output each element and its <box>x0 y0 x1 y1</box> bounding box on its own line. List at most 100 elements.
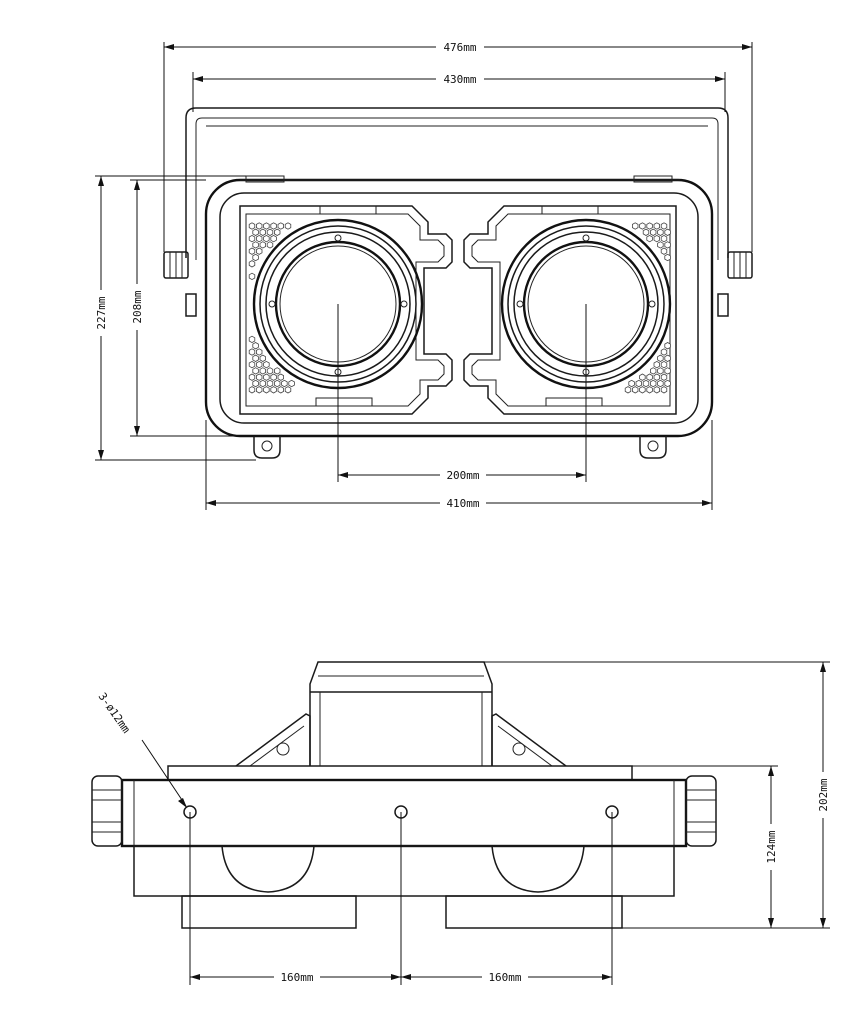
vent-hole <box>646 222 653 230</box>
vent-hole <box>653 360 660 369</box>
vent-hole <box>248 348 256 356</box>
dim-side-overall-height: 202mm <box>484 661 830 929</box>
vent-hole <box>660 360 668 369</box>
vent-hole <box>284 222 292 230</box>
vent-hole <box>660 234 668 243</box>
vent-hole <box>248 360 256 369</box>
vent-hole <box>270 373 277 381</box>
vent-hole <box>255 222 263 230</box>
label-hole-callout: 3-ø12mm <box>96 690 133 736</box>
top-box <box>309 661 493 766</box>
vent-grilles <box>248 222 671 394</box>
vent-hole <box>664 228 671 236</box>
vent-hole <box>255 360 263 369</box>
vent-hole <box>270 222 277 230</box>
right-knob <box>717 251 753 317</box>
vent-hole <box>624 386 632 394</box>
vent-hole <box>248 373 256 381</box>
housing <box>204 175 714 459</box>
vent-hole <box>650 367 657 375</box>
vent-hole <box>664 241 671 249</box>
vent-hole <box>248 222 256 230</box>
mounting-bracket <box>185 107 729 260</box>
vent-hole <box>277 222 285 230</box>
vent-hole <box>632 386 639 394</box>
side-right-knob <box>685 775 717 847</box>
dim-hole-spacing: 160mm 160mm <box>189 812 613 985</box>
vent-hole <box>660 373 668 381</box>
dim-overall-width: 476mm <box>163 40 753 252</box>
vent-hole <box>664 367 671 375</box>
label-410: 410mm <box>446 497 479 510</box>
vent-hole <box>664 379 671 388</box>
dim-overall-height: 227mm <box>94 175 256 461</box>
vent-hole <box>273 228 281 236</box>
vent-hole <box>259 367 267 375</box>
label-476: 476mm <box>443 41 476 54</box>
vent-hole <box>266 228 274 236</box>
vent-hole <box>273 379 281 388</box>
vent-hole <box>270 386 277 394</box>
vent-hole <box>646 386 653 394</box>
dim-side-base-height: 124mm <box>632 765 778 928</box>
vent-hole <box>646 234 653 243</box>
vent-hole <box>273 367 281 375</box>
side-view: 3-ø12mm 160mm 160mm 202mm <box>91 661 830 985</box>
vent-hole <box>255 373 263 381</box>
label-200: 200mm <box>446 469 479 482</box>
left-lamp-module <box>239 205 453 415</box>
right-lamp-module <box>463 205 677 415</box>
left-knob <box>163 251 197 317</box>
vent-hole <box>270 234 277 243</box>
vent-hole <box>266 241 274 249</box>
vent-hole <box>252 228 259 236</box>
vent-hole <box>639 373 646 381</box>
vent-hole <box>653 386 660 394</box>
vent-hole <box>657 354 664 362</box>
vent-hole <box>650 379 657 388</box>
vent-hole <box>263 373 270 381</box>
vent-hole <box>628 379 635 388</box>
vent-hole <box>653 222 660 230</box>
vent-hole <box>639 386 646 394</box>
vent-hole <box>252 367 259 375</box>
vent-hole <box>255 247 263 255</box>
label-430: 430mm <box>443 73 476 86</box>
vent-hole <box>277 373 285 381</box>
label-160-left: 160mm <box>280 971 313 984</box>
dim-bracket-width: 430mm <box>192 72 726 112</box>
vent-hole <box>639 222 646 230</box>
vent-hole <box>248 247 256 255</box>
vent-hole <box>660 386 668 394</box>
vent-hole <box>252 253 259 262</box>
vent-hole <box>248 272 256 281</box>
vent-hole <box>259 241 267 249</box>
vent-hole <box>650 228 657 236</box>
side-left-knob <box>91 775 123 847</box>
vent-hole <box>284 386 292 394</box>
dim-lens-spacing: 200mm <box>337 304 587 482</box>
label-202: 202mm <box>817 778 830 811</box>
label-124: 124mm <box>765 830 778 863</box>
vent-hole <box>657 379 664 388</box>
vent-hole <box>255 234 263 243</box>
vent-hole <box>277 386 285 394</box>
vent-hole <box>664 253 671 262</box>
vent-hole <box>263 360 270 369</box>
vent-hole <box>248 386 256 394</box>
vent-hole <box>252 241 259 249</box>
vent-hole <box>263 222 270 230</box>
vent-hole <box>657 228 664 236</box>
vent-hole <box>632 222 639 230</box>
vent-hole <box>642 379 650 388</box>
vent-hole <box>259 228 267 236</box>
dim-body-width: 410mm <box>205 420 713 510</box>
vent-hole <box>657 367 664 375</box>
vent-hole <box>660 247 668 255</box>
vent-hole <box>252 342 259 350</box>
vent-hole <box>660 348 668 356</box>
dim-body-height: 208mm <box>130 179 256 437</box>
side-body <box>120 765 688 929</box>
vent-hole <box>281 379 288 388</box>
